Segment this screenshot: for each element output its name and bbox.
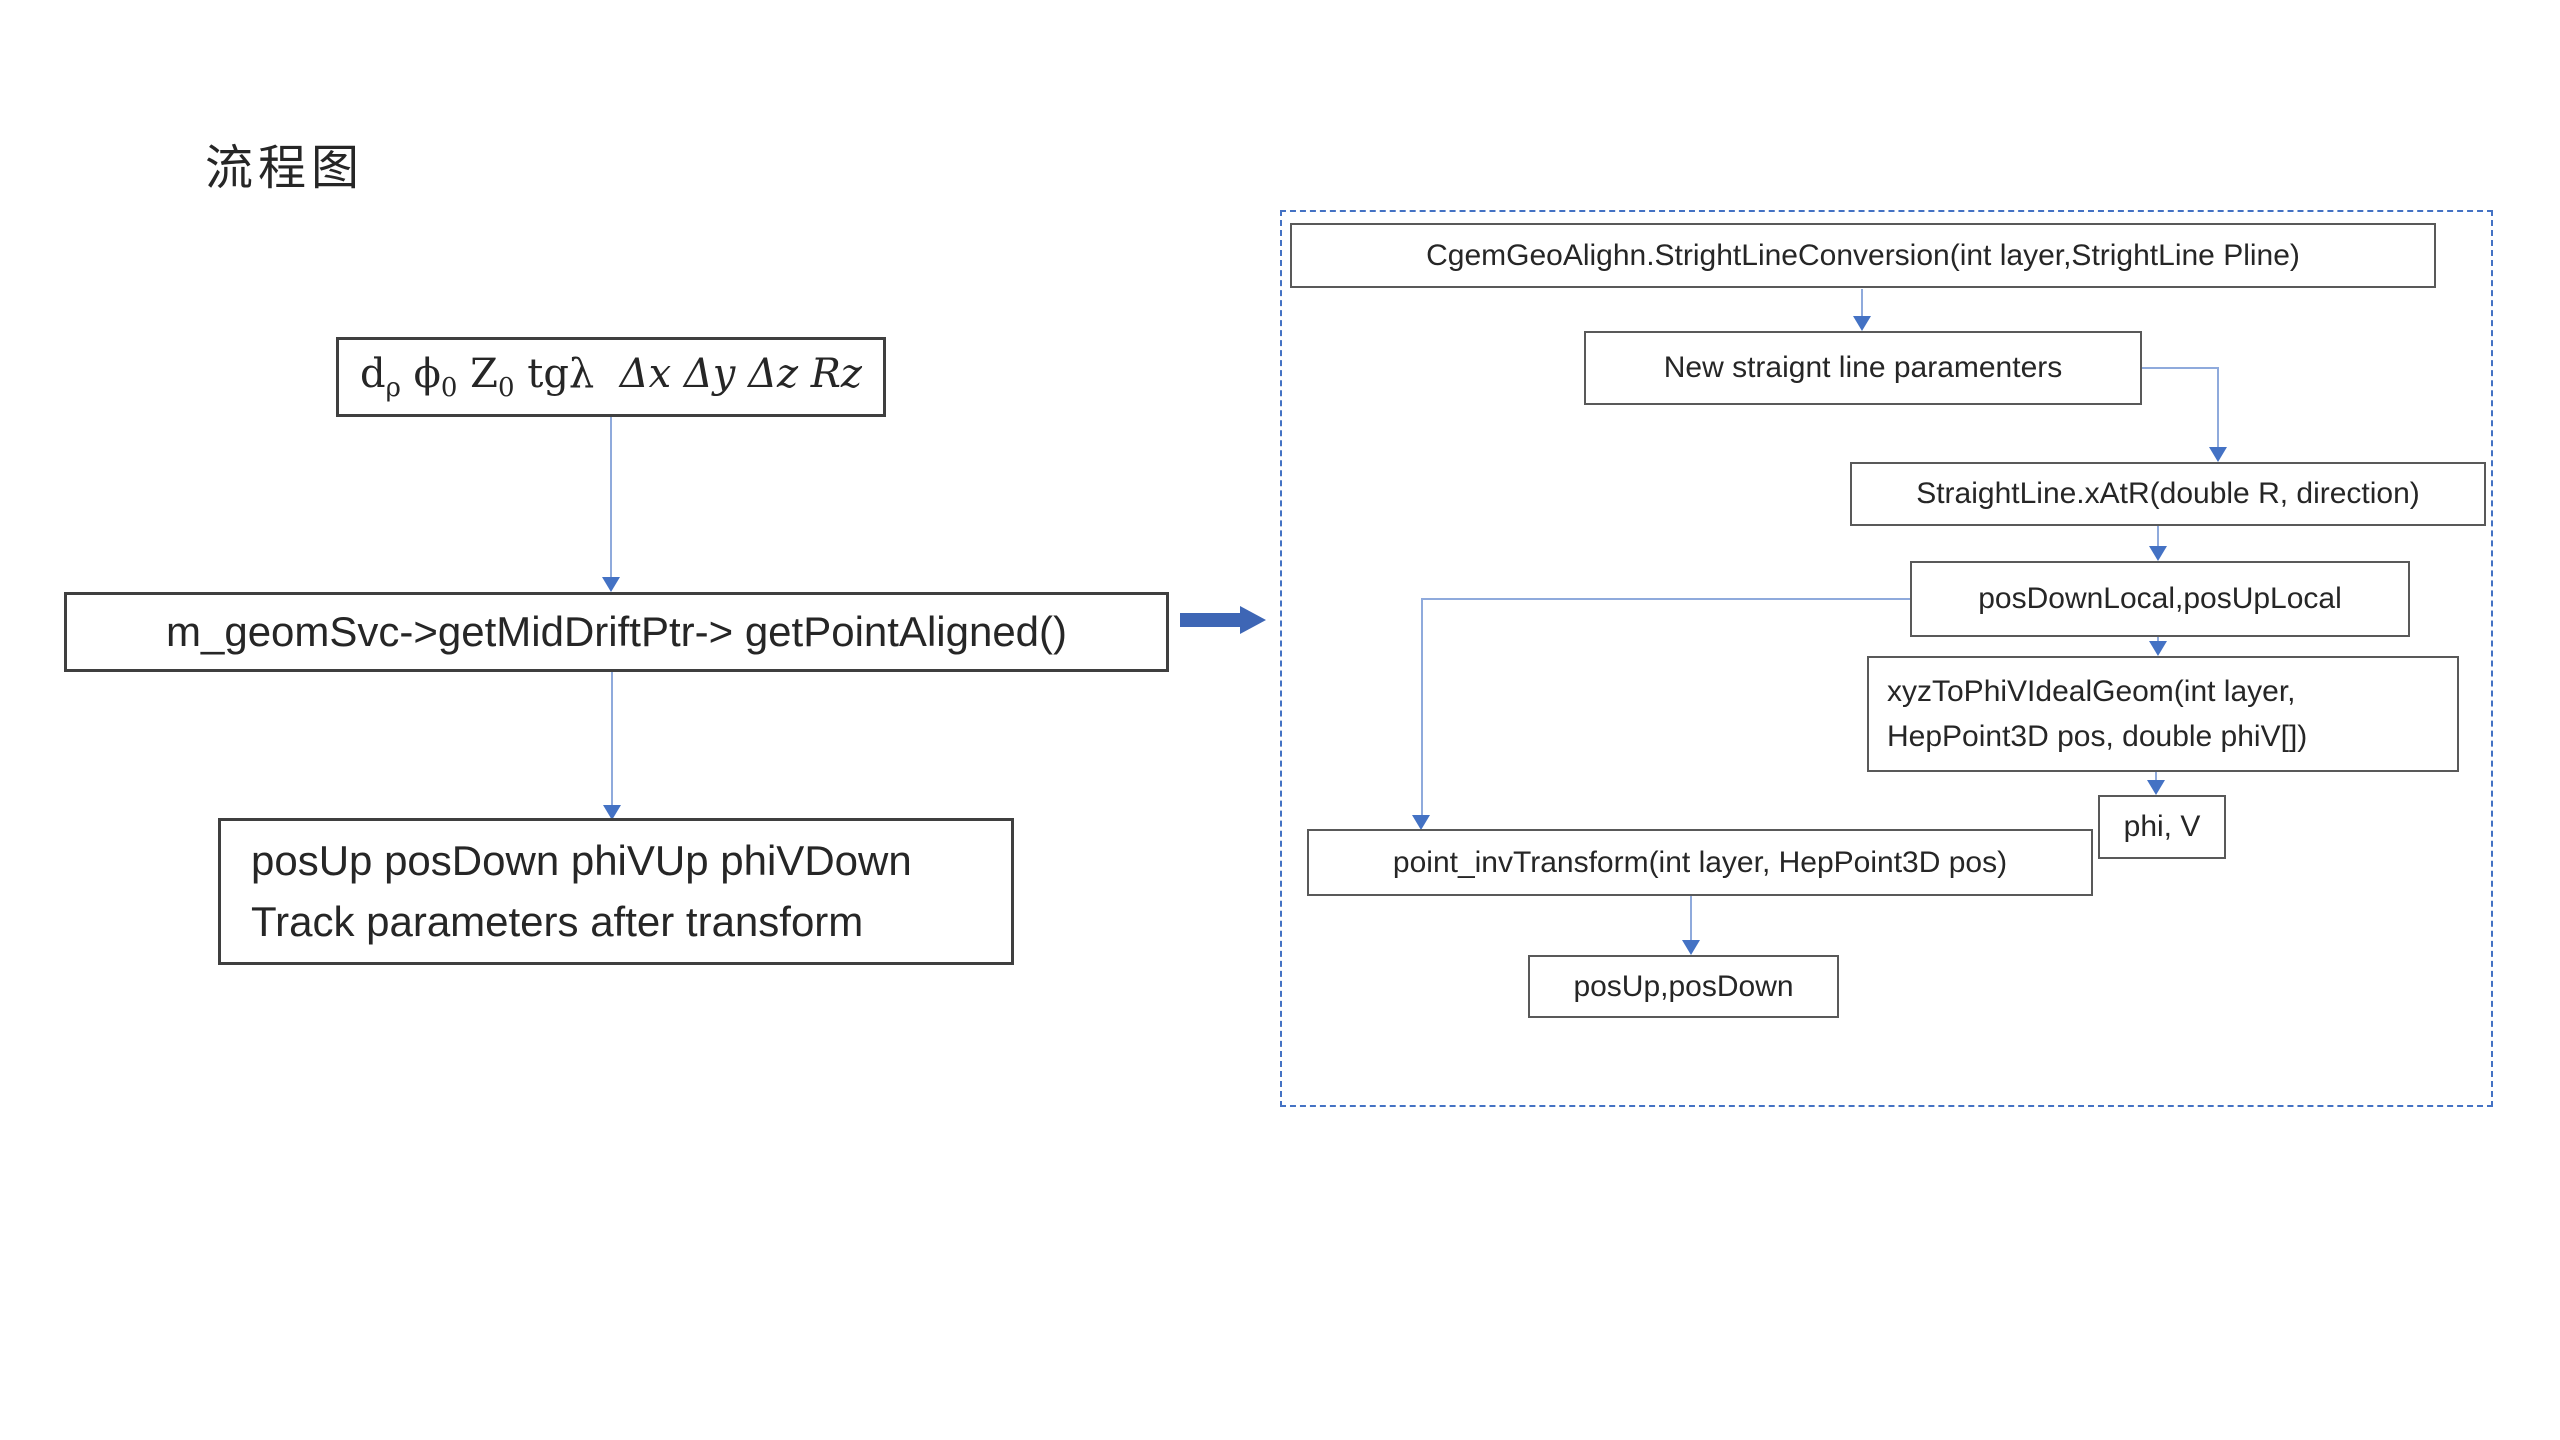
new-params-text: New straignt line paramenters <box>1663 351 2063 384</box>
arrow-down-icon <box>2147 780 2165 795</box>
pos-local-text: posDownLocal,posUpLocal <box>1978 582 2342 615</box>
arrow-right-icon <box>1240 606 1266 634</box>
connector-line <box>1861 289 1863 317</box>
arrow-down-icon <box>1682 940 1700 955</box>
flow-node-pos-local: posDownLocal,posUpLocal <box>1910 561 2410 637</box>
flow-node-pos-updown: posUp,posDown <box>1528 955 1839 1018</box>
connector-line <box>2157 526 2159 548</box>
pos-updown-text: posUp,posDown <box>1573 969 1794 1003</box>
result-line1: posUp posDown phiVUp phiVDown <box>251 836 912 884</box>
flow-node-conversion-call: CgemGeoAlighn.StrightLineConversion(int … <box>1290 223 2436 288</box>
flow-node-transform-result: posUp posDown phiVUp phiVDown Track para… <box>218 818 1014 965</box>
track-parameters-text: dρ ϕ0 Z0 tgλ Δx Δy Δz Rz <box>360 351 862 403</box>
arrow-down-icon <box>603 805 621 820</box>
inv-transform-text: point_invTransform(int layer, HepPoint3D… <box>1392 845 2008 879</box>
connector-line <box>2142 367 2219 369</box>
arrow-down-icon <box>1412 815 1430 830</box>
xyz-call-line2: HepPoint3D pos, double phiV[]) <box>1887 720 2308 753</box>
flow-node-xyz-call: xyzToPhiVIdealGeom(int layer, HepPoint3D… <box>1867 656 2459 772</box>
xatr-call-text: StraightLine.xAtR(double R, direction) <box>1916 477 2420 510</box>
flow-node-xatr-call: StraightLine.xAtR(double R, direction) <box>1850 462 2486 526</box>
connector-line <box>1421 598 1423 816</box>
connector-line <box>2155 772 2157 782</box>
connector-line <box>611 672 613 806</box>
connector-line <box>2217 367 2219 449</box>
flow-node-geom-call: m_geomSvc->getMidDriftPtr-> getPointAlig… <box>64 592 1169 672</box>
conversion-call-text: CgemGeoAlighn.StrightLineConversion(int … <box>1426 238 2300 272</box>
arrow-down-icon <box>1853 316 1871 331</box>
connector-line <box>1422 598 1910 600</box>
arrow-down-icon <box>602 577 620 592</box>
page-title: 流程图 <box>205 140 365 196</box>
phi-v-text: phi, V <box>2123 810 2201 843</box>
flow-node-track-parameters: dρ ϕ0 Z0 tgλ Δx Δy Δz Rz <box>336 337 886 417</box>
arrow-down-icon <box>2149 546 2167 561</box>
connector-line <box>2157 637 2159 643</box>
flow-node-phi-v: phi, V <box>2098 795 2226 859</box>
geom-call-text: m_geomSvc->getMidDriftPtr-> getPointAlig… <box>165 608 1068 655</box>
arrow-down-icon <box>2209 447 2227 462</box>
section-arrow-shaft <box>1180 613 1240 627</box>
xyz-call-line1: xyzToPhiVIdealGeom(int layer, <box>1887 675 2296 708</box>
detail-dashed-region <box>1280 210 2493 1107</box>
result-line2: Track parameters after transform <box>251 897 864 945</box>
flow-node-inv-transform: point_invTransform(int layer, HepPoint3D… <box>1307 829 2093 896</box>
connector-line <box>1690 896 1692 941</box>
arrow-down-icon <box>2149 641 2167 656</box>
flow-node-new-params: New straignt line paramenters <box>1584 331 2142 405</box>
connector-line <box>610 417 612 578</box>
